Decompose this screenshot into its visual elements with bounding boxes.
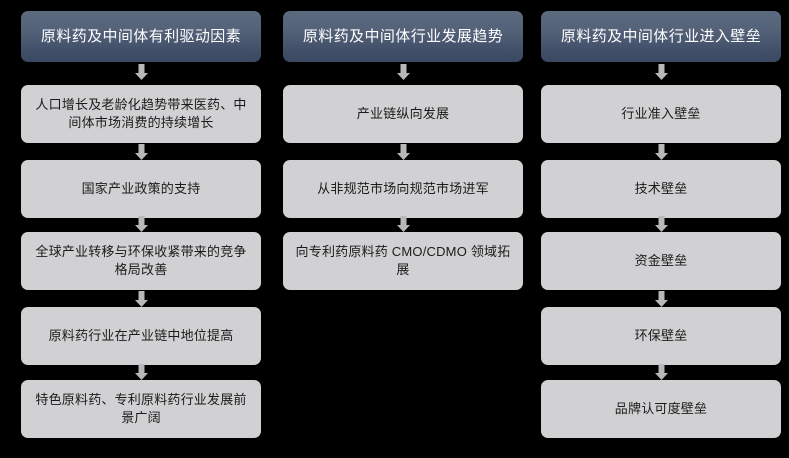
flow-node-label: 产业链纵向发展 (356, 105, 450, 121)
flow-column-trends: 原料药及中间体行业发展趋势 产业链纵向发展 从非规范市场向规范市场进军 向专利药… (283, 0, 523, 458)
column-header-trends: 原料药及中间体行业发展趋势 (283, 11, 523, 62)
flow-node[interactable]: 行业准入壁垒 (541, 85, 781, 143)
down-arrow-icon (654, 291, 669, 307)
flow-node[interactable]: 特色原料药、专利原料药行业发展前景广阔 (21, 380, 261, 438)
flow-node-label: 国家产业政策的支持 (81, 180, 201, 196)
flow-node-label: 从非规范市场向规范市场进军 (317, 180, 489, 196)
down-arrow-icon (654, 64, 669, 80)
down-arrow-icon (654, 364, 669, 380)
flow-node-label: 人口增长及老龄化趋势带来医药、中间体市场消费的持续增长 (35, 96, 247, 130)
down-arrow-icon (134, 64, 149, 80)
down-arrow-icon (654, 216, 669, 232)
flow-node[interactable]: 向专利药原料药 CMO/CDMO 领域拓展 (283, 232, 523, 290)
column-header-drivers: 原料药及中间体有利驱动因素 (21, 11, 261, 62)
flow-node[interactable]: 品牌认可度壁垒 (541, 380, 781, 438)
flow-node[interactable]: 产业链纵向发展 (283, 85, 523, 143)
flow-node[interactable]: 资金壁垒 (541, 232, 781, 290)
down-arrow-icon (396, 216, 411, 232)
down-arrow-icon (134, 144, 149, 160)
flow-column-drivers: 原料药及中间体有利驱动因素 人口增长及老龄化趋势带来医药、中间体市场消费的持续增… (21, 0, 261, 458)
down-arrow-icon (654, 144, 669, 160)
flow-node-label: 原料药行业在产业链中地位提高 (48, 327, 234, 343)
flow-node-label: 技术壁垒 (634, 180, 688, 196)
column-header-label: 原料药及中间体有利驱动因素 (40, 27, 242, 45)
flow-node-label: 资金壁垒 (634, 252, 688, 268)
down-arrow-icon (396, 64, 411, 80)
flow-node-label: 全球产业转移与环保收紧带来的竞争格局改善 (35, 243, 247, 277)
flow-node-label: 向专利药原料药 CMO/CDMO 领域拓展 (295, 243, 511, 277)
flow-node[interactable]: 国家产业政策的支持 (21, 160, 261, 218)
flow-node-label: 特色原料药、专利原料药行业发展前景广阔 (35, 391, 247, 425)
flow-column-barriers: 原料药及中间体行业进入壁垒 行业准入壁垒 技术壁垒 资金壁垒 环保壁垒 (541, 0, 781, 458)
down-arrow-icon (134, 291, 149, 307)
flow-node[interactable]: 从非规范市场向规范市场进军 (283, 160, 523, 218)
flow-node-label: 环保壁垒 (634, 327, 688, 343)
column-header-label: 原料药及中间体行业进入壁垒 (560, 27, 762, 45)
down-arrow-icon (396, 144, 411, 160)
flow-node[interactable]: 技术壁垒 (541, 160, 781, 218)
column-header-barriers: 原料药及中间体行业进入壁垒 (541, 11, 781, 62)
flow-node[interactable]: 环保壁垒 (541, 307, 781, 365)
column-header-label: 原料药及中间体行业发展趋势 (302, 27, 504, 45)
down-arrow-icon (134, 216, 149, 232)
flow-node[interactable]: 人口增长及老龄化趋势带来医药、中间体市场消费的持续增长 (21, 85, 261, 143)
flow-node-label: 行业准入壁垒 (621, 105, 701, 121)
flow-node[interactable]: 全球产业转移与环保收紧带来的竞争格局改善 (21, 232, 261, 290)
flow-node-label: 品牌认可度壁垒 (614, 400, 708, 416)
flow-node[interactable]: 原料药行业在产业链中地位提高 (21, 307, 261, 365)
down-arrow-icon (134, 364, 149, 380)
